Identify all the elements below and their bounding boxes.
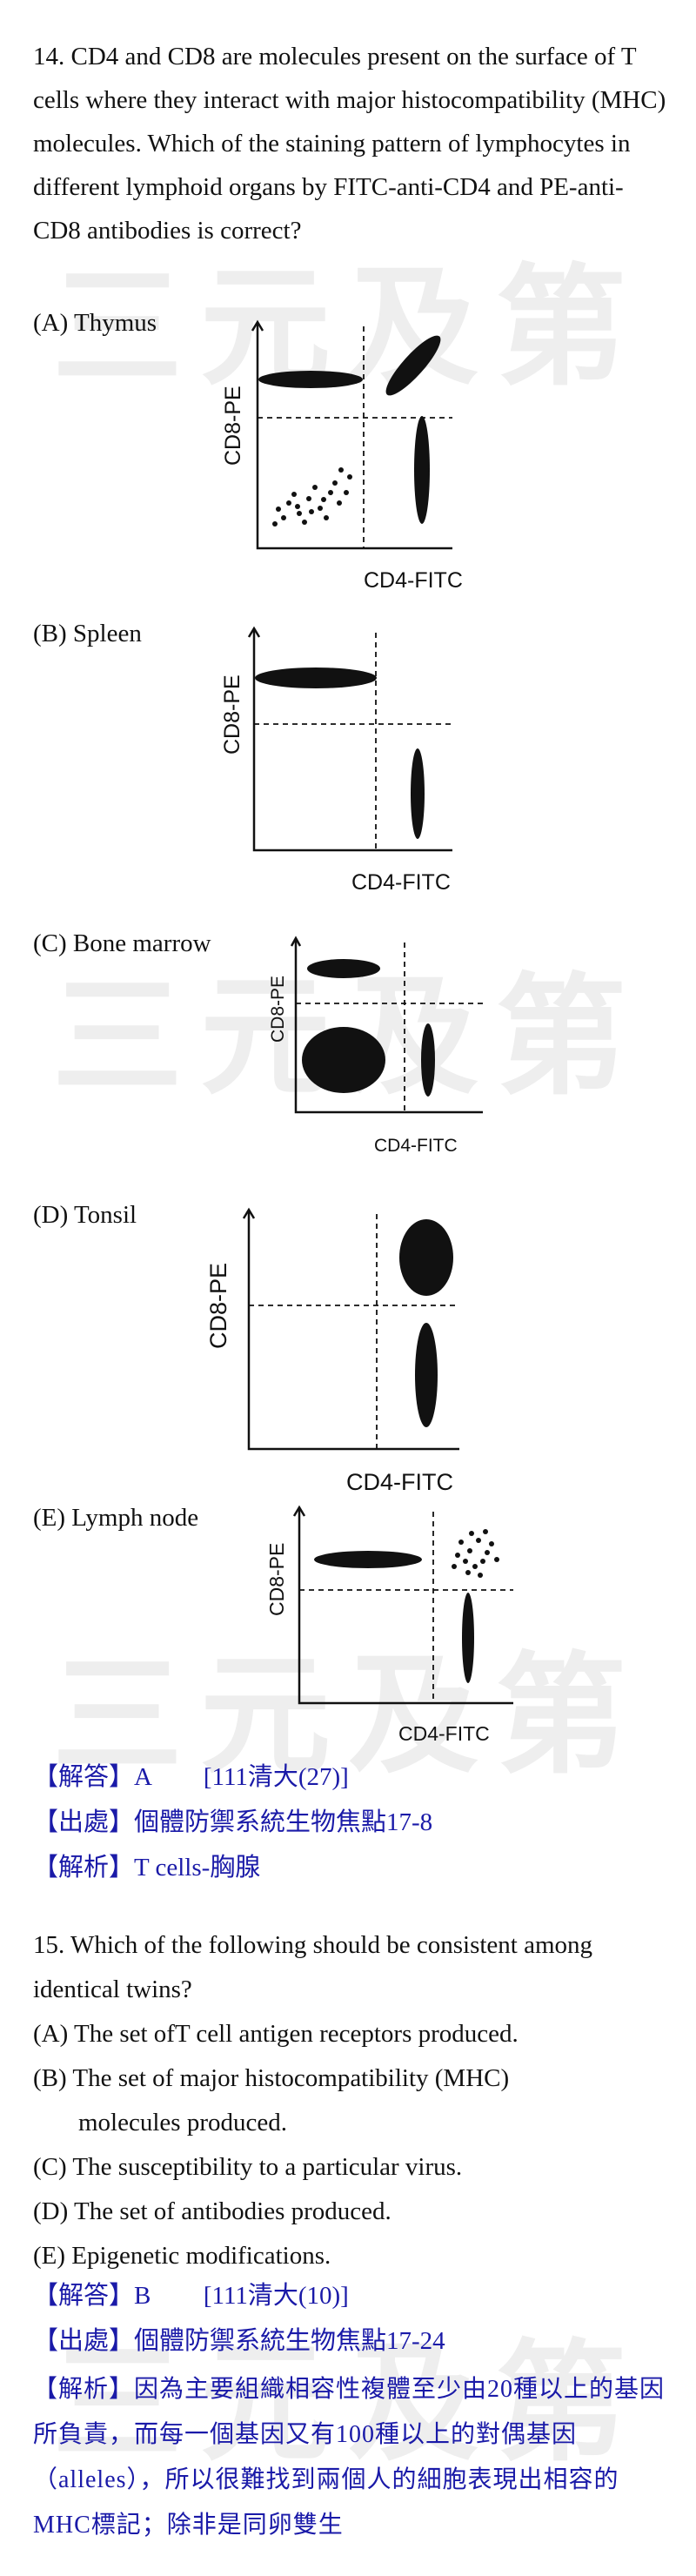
y-axis-label-c: CD8-PE — [268, 976, 288, 1043]
y-axis-label-d: CD8-PE — [205, 1263, 231, 1349]
analysis-tag: 【解析】 — [33, 1854, 135, 1882]
x-axis-label-b: CD4-FITC — [351, 870, 451, 895]
question-15: 15. Which of the following should be con… — [33, 1923, 668, 2278]
y-axis-label-a: CD8-PE — [221, 386, 245, 466]
x-axis-label-a: CD4-FITC — [364, 568, 463, 593]
population-double-positive — [385, 335, 441, 396]
plot-e-lymph-node: CD4-FITC CD8-PE — [265, 1505, 513, 1745]
q15-option-a: (A) The set ofT cell antigen receptors p… — [33, 2020, 519, 2048]
plot-c-bone-marrow: CD4-FITC CD8-PE — [268, 936, 483, 1156]
answer-source: [111清大(10)] — [203, 2282, 349, 2310]
population-cd4-positive — [462, 1593, 474, 1683]
option-d-label: (D) Tonsil — [33, 1201, 137, 1229]
answer-tag: 【解答】 — [33, 2282, 135, 2310]
analysis-tag: 【解析】 — [33, 2376, 135, 2403]
question-14-stem: 14. CD4 and CD8 are molecules present on… — [33, 43, 666, 245]
q15-option-c: (C) The susceptibility to a particular v… — [33, 2153, 463, 2181]
watermark: 三元及第 — [51, 2328, 644, 2479]
analysis-value: 因為主要組織相容性複體至少由20種以上的基因所負責，而每一個基因又有100種以上… — [33, 2376, 666, 2539]
population-cd8-positive — [314, 1551, 422, 1568]
watermark: 三元及第 — [51, 1640, 644, 1792]
answer-value: B — [134, 2282, 151, 2310]
population-double-negative-dots — [272, 467, 352, 527]
answer-tag: 【解答】 — [33, 1763, 135, 1791]
q15-option-e: (E) Epigenetic modifications. — [33, 2242, 331, 2270]
q15-analysis: 【解析】因為主要組織相容性複體至少由20種以上的基因所負責，而每一個基因又有10… — [33, 2367, 670, 2548]
y-axis-label-e: CD8-PE — [265, 1543, 288, 1616]
option-c-label: (C) Bone marrow — [33, 929, 211, 957]
x-axis-label-c: CD4-FITC — [374, 1136, 458, 1156]
analysis-value: T cells-胸腺 — [134, 1854, 261, 1882]
source-tag: 【出處】 — [33, 1808, 135, 1836]
population-cd4-positive — [421, 1023, 435, 1097]
x-axis-label-e: CD4-FITC — [398, 1722, 490, 1745]
population-cd8-positive — [255, 667, 377, 688]
population-cd8-positive — [307, 959, 380, 978]
option-b-label: (B) Spleen — [33, 620, 142, 647]
answer-value: A — [134, 1763, 151, 1791]
answer-source: [111清大(27)] — [203, 1763, 349, 1791]
q15-option-b-cont: molecules produced. — [78, 2109, 287, 2137]
population-double-negative — [302, 1027, 385, 1093]
population-cd4-positive — [411, 748, 425, 839]
q15-option-d: (D) The set of antibodies produced. — [33, 2197, 392, 2225]
q14-answer-line: 【解答】A [111清大(27)] — [33, 1756, 349, 1793]
source-value: 個體防禦系統生物焦點17-8 — [134, 1808, 433, 1836]
plot-d-tonsil: CD4-FITC CD8-PE — [205, 1207, 459, 1495]
question-15-stem: 15. Which of the following should be con… — [33, 1931, 593, 2003]
population-cd4-single-positive — [414, 416, 430, 524]
y-axis-label-b: CD8-PE — [220, 674, 244, 755]
plot-b-spleen: CD4-FITC CD8-PE — [220, 626, 452, 895]
population-double-positive — [399, 1219, 453, 1296]
q15-option-b: (B) The set of major histocompatibility … — [33, 2064, 510, 2092]
source-value: 個體防禦系統生物焦點17-24 — [134, 2327, 445, 2355]
population-cd8-single-positive — [258, 371, 363, 388]
population-cd4-positive — [415, 1323, 438, 1427]
option-e-label: (E) Lymph node — [33, 1504, 199, 1532]
option-a-label: (A) Thymus — [33, 309, 157, 337]
population-double-positive-dots — [452, 1529, 499, 1578]
source-tag: 【出處】 — [33, 2327, 135, 2355]
q15-answer-line: 【解答】B [111清大(10)] — [33, 2275, 349, 2311]
q15-source-line: 【出處】個體防禦系統生物焦點17-24 — [33, 2320, 445, 2357]
plot-a-thymus: CD4-FITC CD8-PE — [221, 319, 463, 593]
q14-analysis-line: 【解析】T cells-胸腺 — [33, 1847, 260, 1883]
q14-source-line: 【出處】個體防禦系統生物焦點17-8 — [33, 1801, 432, 1838]
x-axis-label-d: CD4-FITC — [346, 1469, 453, 1495]
